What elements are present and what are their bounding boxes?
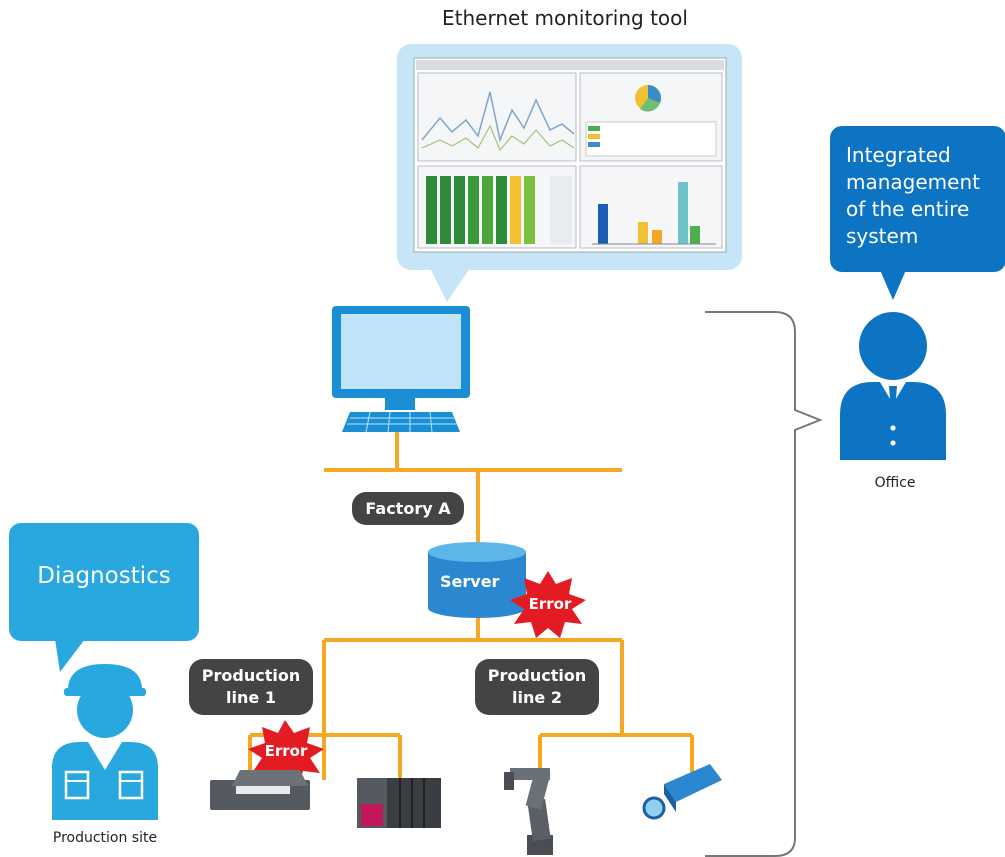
production-line-2-label: Production line 2 [475, 659, 599, 715]
line1-text: line 1 [226, 688, 276, 707]
inspection-device-icon [210, 770, 310, 810]
office-caption: Office [874, 475, 916, 491]
office-message-line: management [846, 170, 980, 194]
site-worker-icon [52, 664, 158, 820]
factory-label: Factory A [352, 492, 464, 525]
system-bracket [705, 311, 823, 857]
monitoring-tool-title: Ethernet monitoring tool [442, 6, 688, 30]
robot-arm-icon [504, 768, 553, 855]
production-line-1-label: Production line 1 [189, 659, 313, 715]
computer-icon [332, 306, 470, 433]
office-bubble [830, 126, 1005, 300]
line1-error-label: Error [264, 742, 308, 760]
plc-icon [357, 778, 441, 828]
office-message-line: Integrated [846, 143, 951, 167]
server-error-label: Error [528, 595, 572, 613]
office-message-line: system [846, 224, 919, 248]
server-label: Server [440, 572, 500, 591]
line2-text: Production [487, 666, 587, 685]
diagnostics-bubble [9, 523, 199, 672]
error-burst-server [510, 571, 586, 638]
line2-text: line 2 [512, 688, 562, 707]
camera-icon [642, 764, 722, 820]
office-message-line: of the entire [846, 197, 970, 221]
server-icon [428, 542, 526, 618]
office-person-icon [840, 312, 946, 460]
monitoring-screen [397, 44, 742, 302]
line1-text: Production [201, 666, 301, 685]
production-site-caption: Production site [52, 830, 158, 846]
office-message: Integrated management of the entire syst… [846, 142, 996, 250]
diagnostics-label: Diagnostics [37, 563, 171, 589]
